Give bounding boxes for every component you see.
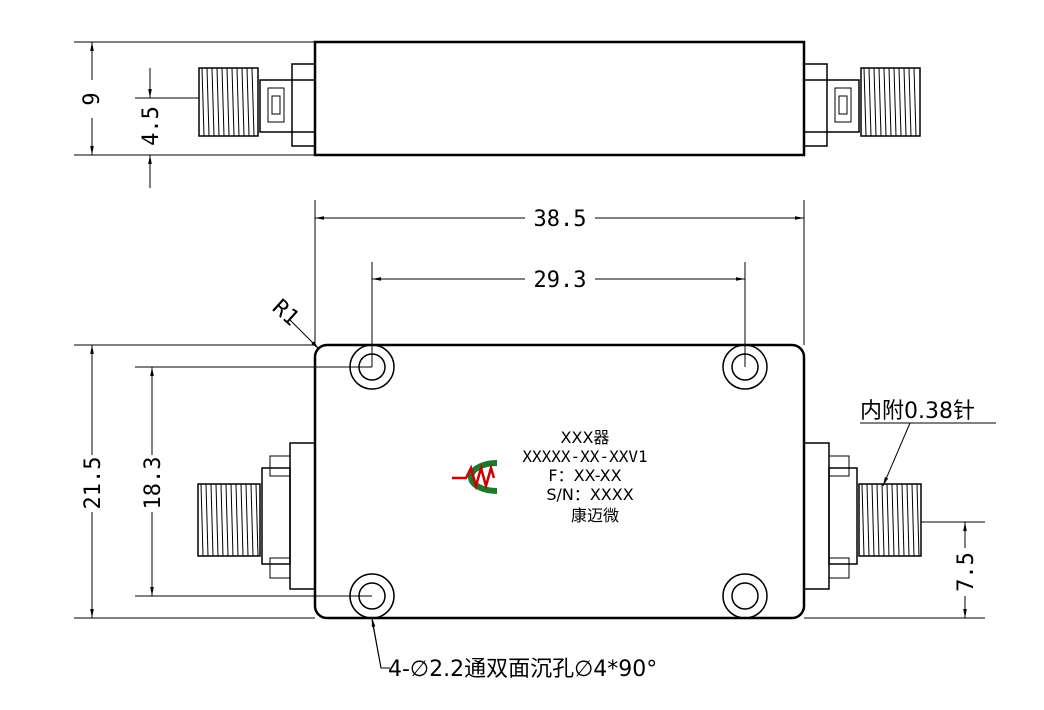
dim-height-9-text: 9 — [80, 92, 105, 105]
pin-note: 内附0.38针 — [860, 399, 996, 487]
thread-line — [250, 483, 254, 557]
label-line-3: F：XX-XX — [548, 466, 621, 485]
front-right-thread — [861, 483, 920, 557]
top-right-connector — [803, 63, 921, 147]
thread-line — [883, 67, 887, 137]
thread-line — [210, 483, 214, 557]
mounting-hole-bottom-right — [722, 573, 768, 619]
thread-line — [901, 483, 905, 557]
thread-line — [898, 67, 902, 137]
thread-line — [231, 67, 235, 137]
dim-height-21-5-text: 21.5 — [81, 457, 106, 510]
hole-note: 4-∅2.2通双面沉孔∅4*90° — [371, 617, 657, 682]
label-line-5: 康迈微 — [571, 506, 619, 525]
thread-line — [906, 483, 910, 557]
thread-line — [201, 67, 205, 137]
front-view: XXX器 XXXXX-XX-XXV1 F：XX-XX S/N：XXXX 康迈微 … — [74, 200, 996, 682]
product-label: XXX器 XXXXX-XX-XXV1 F：XX-XX S/N：XXXX 康迈微 — [522, 428, 647, 525]
thread-line — [876, 483, 880, 557]
thread-line — [866, 483, 870, 557]
dim-connector-offset-7-5: 7.5 — [804, 521, 985, 619]
front-left-connector — [197, 442, 316, 590]
thread-line — [205, 483, 209, 557]
thread-line — [245, 483, 249, 557]
thread-line — [886, 483, 890, 557]
front-right-connector — [803, 442, 922, 590]
thread-line — [246, 67, 250, 137]
dim-center-4-5: 4.5 — [135, 68, 199, 188]
thread-line — [891, 483, 895, 557]
thread-line — [235, 483, 239, 557]
thread-line — [206, 67, 210, 137]
top-view: 9 4.5 — [74, 40, 921, 188]
company-logo — [452, 460, 498, 494]
top-right-thread — [863, 67, 917, 137]
thread-line — [236, 67, 240, 137]
pin-note-text: 内附0.38针 — [860, 399, 975, 424]
dim-height-21-5: 21.5 — [74, 344, 315, 619]
thread-line — [871, 483, 875, 557]
thread-line — [873, 67, 877, 137]
thread-line — [911, 483, 915, 557]
dim-hole-spacing-29-3: 29.3 — [371, 262, 746, 367]
thread-line — [861, 483, 865, 557]
thread-line — [888, 67, 892, 137]
thread-line — [868, 67, 872, 137]
hole-note-text: 4-∅2.2通双面沉孔∅4*90° — [388, 657, 657, 682]
dim-width-38-5: 38.5 — [314, 200, 805, 345]
logo-wave — [452, 463, 496, 491]
thread-line — [241, 67, 245, 137]
thread-line — [896, 483, 900, 557]
thread-line — [251, 67, 255, 137]
thread-line — [878, 67, 882, 137]
dim-hole-spacing-29-3-text: 29.3 — [534, 268, 587, 293]
thread-line — [916, 483, 920, 557]
label-line-1: XXX器 — [561, 428, 610, 447]
top-left-connector — [198, 63, 316, 147]
label-line-2: XXXXX-XX-XXV1 — [522, 447, 647, 466]
top-left-thread — [201, 67, 255, 137]
dim-connector-offset-7-5-text: 7.5 — [954, 552, 979, 592]
thread-line — [240, 483, 244, 557]
dim-width-38-5-text: 38.5 — [534, 207, 587, 232]
thread-line — [226, 67, 230, 137]
thread-line — [881, 483, 885, 557]
dim-center-4-5-text: 4.5 — [139, 106, 164, 146]
thread-line — [255, 483, 259, 557]
label-line-4: S/N：XXXX — [546, 485, 633, 504]
top-view-body — [313, 40, 806, 157]
thread-line — [893, 67, 897, 137]
thread-line — [908, 67, 912, 137]
thread-line — [215, 483, 219, 557]
thread-line — [200, 483, 204, 557]
dim-hole-spacing-18-3: 18.3 — [135, 366, 372, 597]
thread-line — [230, 483, 234, 557]
thread-line — [225, 483, 229, 557]
thread-line — [220, 483, 224, 557]
dim-hole-spacing-18-3-text: 18.3 — [141, 457, 166, 510]
thread-line — [913, 67, 917, 137]
thread-line — [221, 67, 225, 137]
thread-line — [863, 67, 867, 137]
thread-line — [903, 67, 907, 137]
front-left-thread — [200, 483, 259, 557]
dim-corner-radius-text: R1 — [267, 295, 303, 331]
thread-line — [216, 67, 220, 137]
logo-ring — [468, 460, 498, 494]
dim-corner-radius: R1 — [267, 295, 320, 350]
thread-line — [211, 67, 215, 137]
